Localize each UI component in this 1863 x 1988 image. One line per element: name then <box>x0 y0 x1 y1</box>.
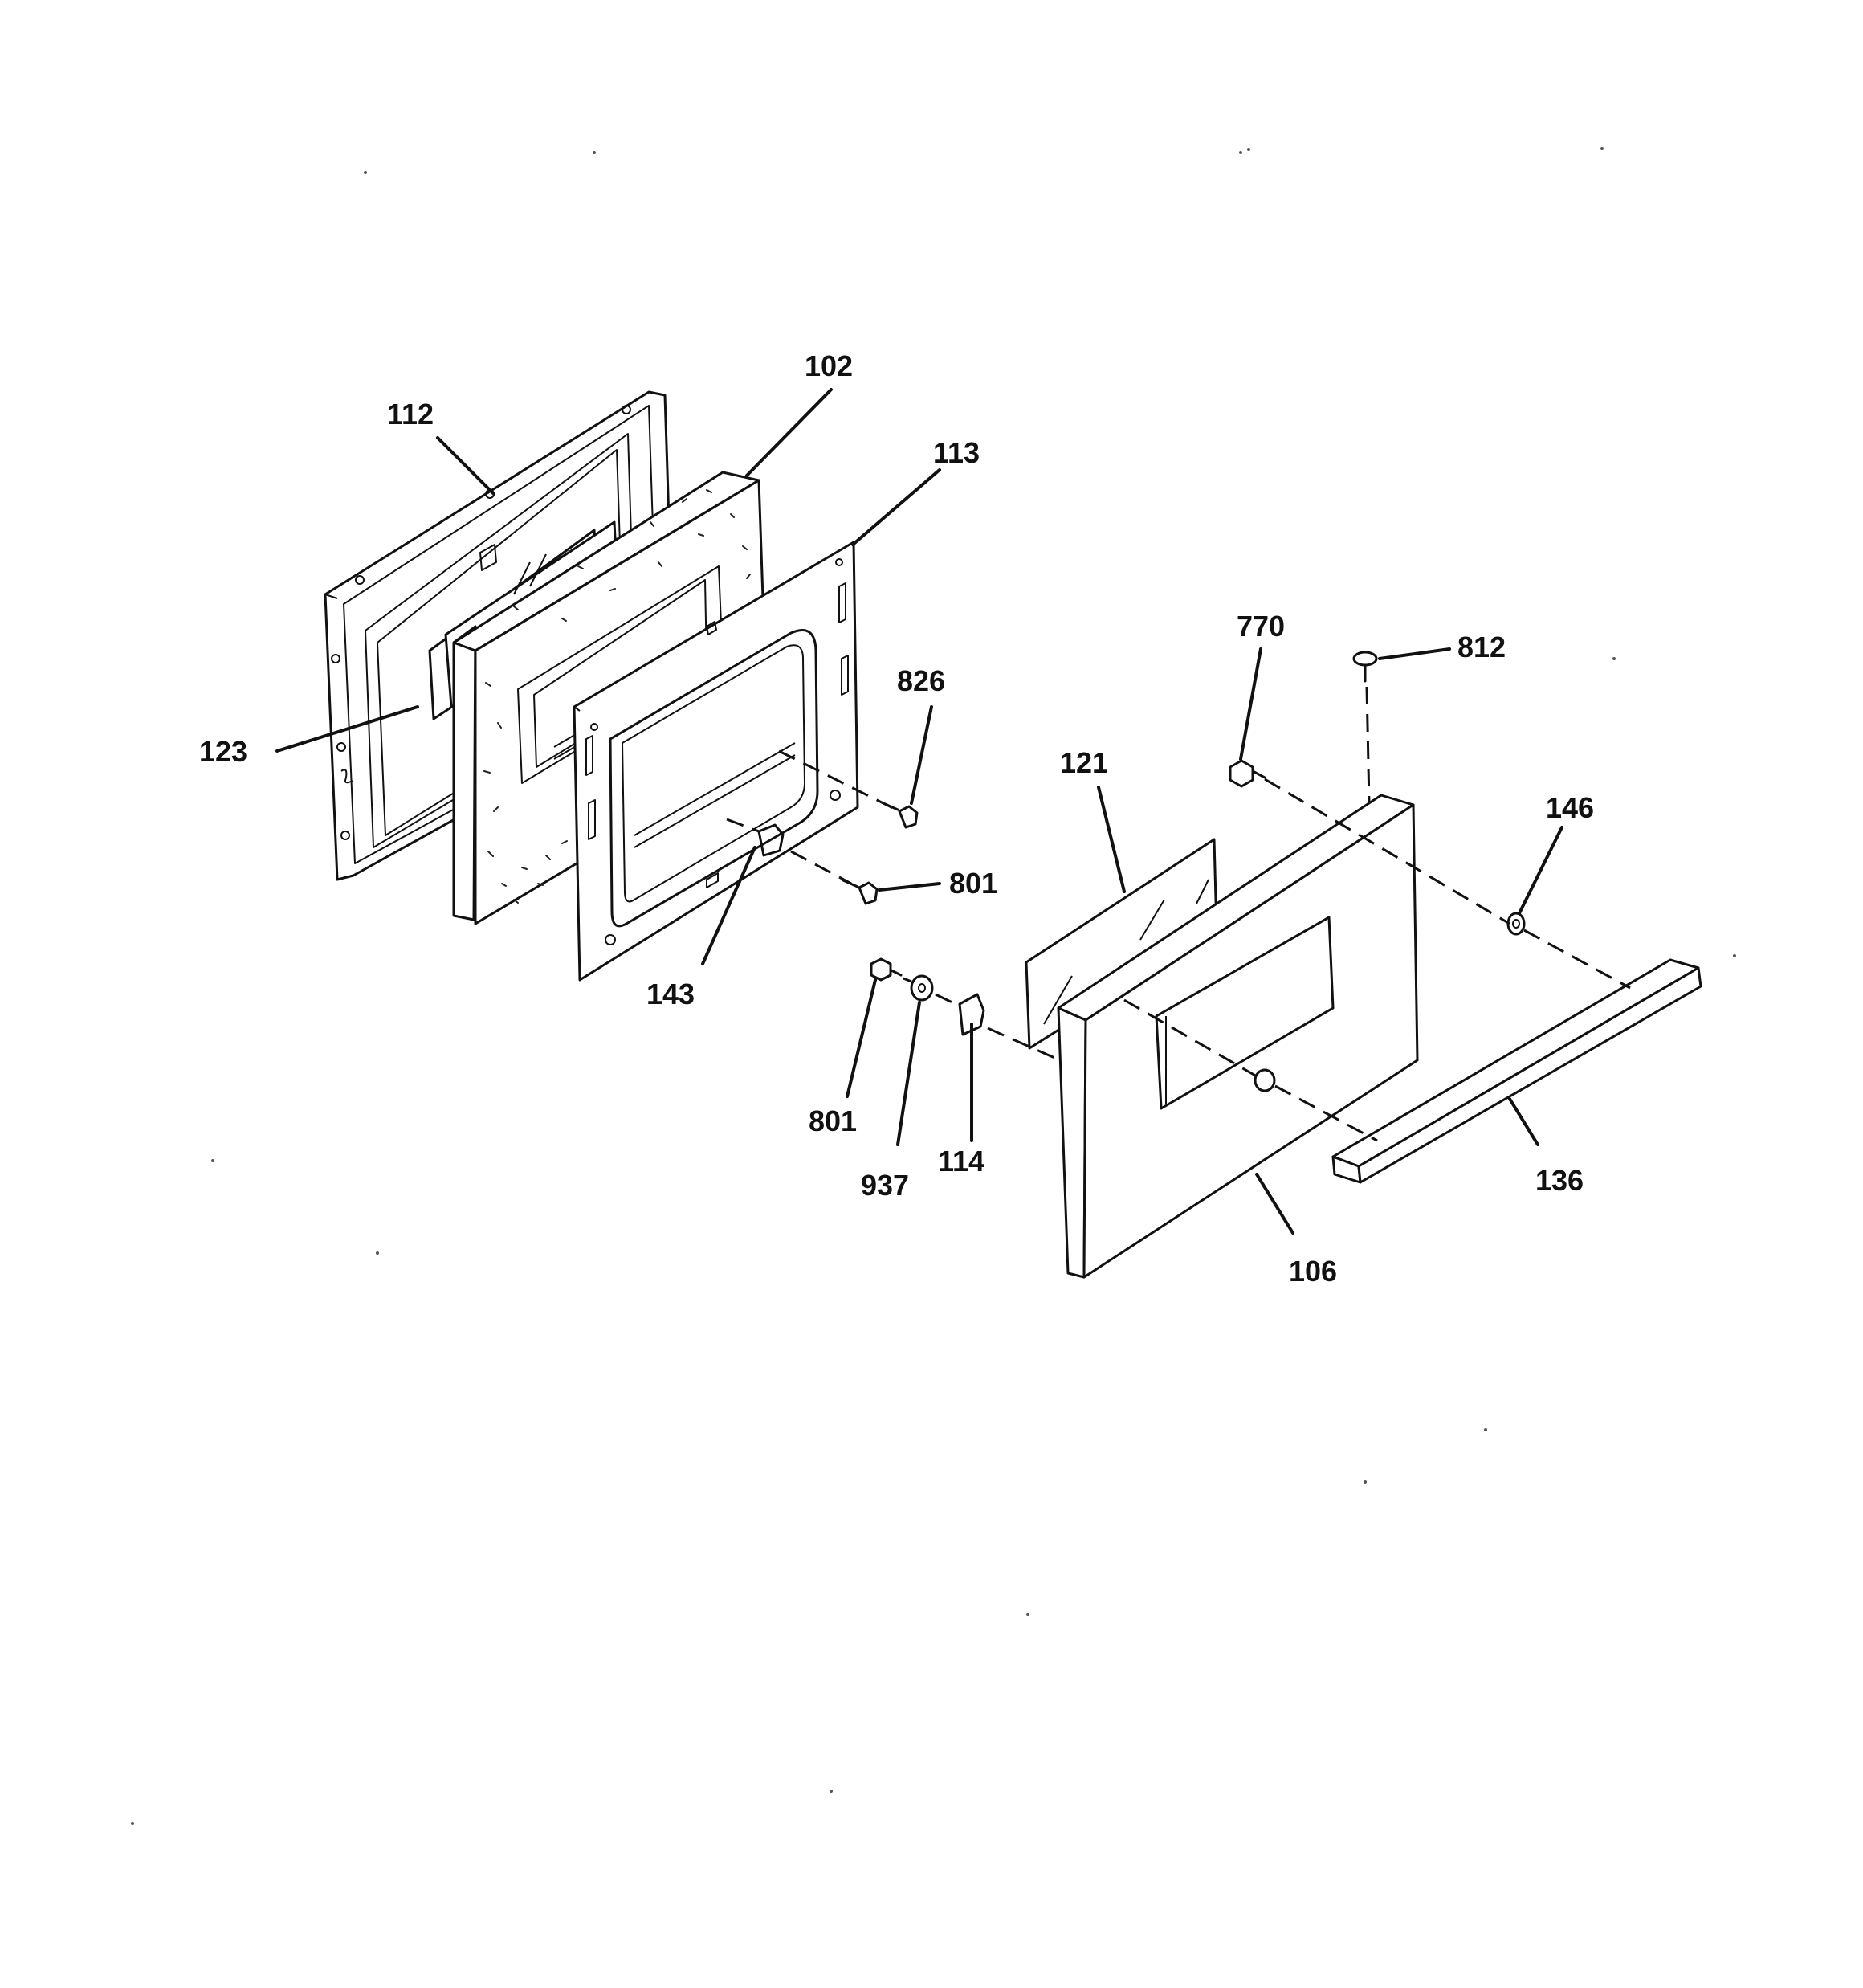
leader-lines <box>275 388 1563 1235</box>
callout-113: 113 <box>933 436 980 469</box>
screw-812 <box>1352 651 1378 804</box>
callout-801-upper: 801 <box>949 867 997 900</box>
callout-106: 106 <box>1289 1255 1337 1288</box>
outer-door-106 <box>1057 794 1419 1279</box>
spacer-on-door <box>1123 998 1378 1142</box>
screw-770 <box>1229 759 1510 925</box>
callout-labels: 112 102 113 123 826 801 143 770 812 121 … <box>199 349 1594 1288</box>
callout-121: 121 <box>1060 746 1108 779</box>
callout-123: 123 <box>199 735 247 768</box>
callout-112: 112 <box>387 398 434 431</box>
callout-801-lower: 801 <box>809 1104 857 1137</box>
callout-102: 102 <box>805 349 853 382</box>
door-panel-113 <box>573 541 859 982</box>
callout-826: 826 <box>897 664 945 697</box>
screw-826 <box>778 749 919 829</box>
screw-801-upper <box>790 850 879 905</box>
washer-937 <box>910 974 956 1006</box>
callout-146: 146 <box>1546 791 1594 824</box>
callout-143: 143 <box>646 978 695 1010</box>
hinge-bracket-114 <box>958 993 1061 1062</box>
clip-143 <box>726 818 785 857</box>
callout-114: 114 <box>938 1145 984 1178</box>
callout-770: 770 <box>1237 610 1285 643</box>
door-handle-136 <box>1331 958 1702 1184</box>
callout-136: 136 <box>1535 1164 1584 1197</box>
washer-146 <box>1506 912 1631 990</box>
callout-812: 812 <box>1457 631 1506 663</box>
screw-801-lower <box>870 957 912 983</box>
callout-937: 937 <box>861 1169 909 1202</box>
scan-specks <box>131 147 1736 1825</box>
